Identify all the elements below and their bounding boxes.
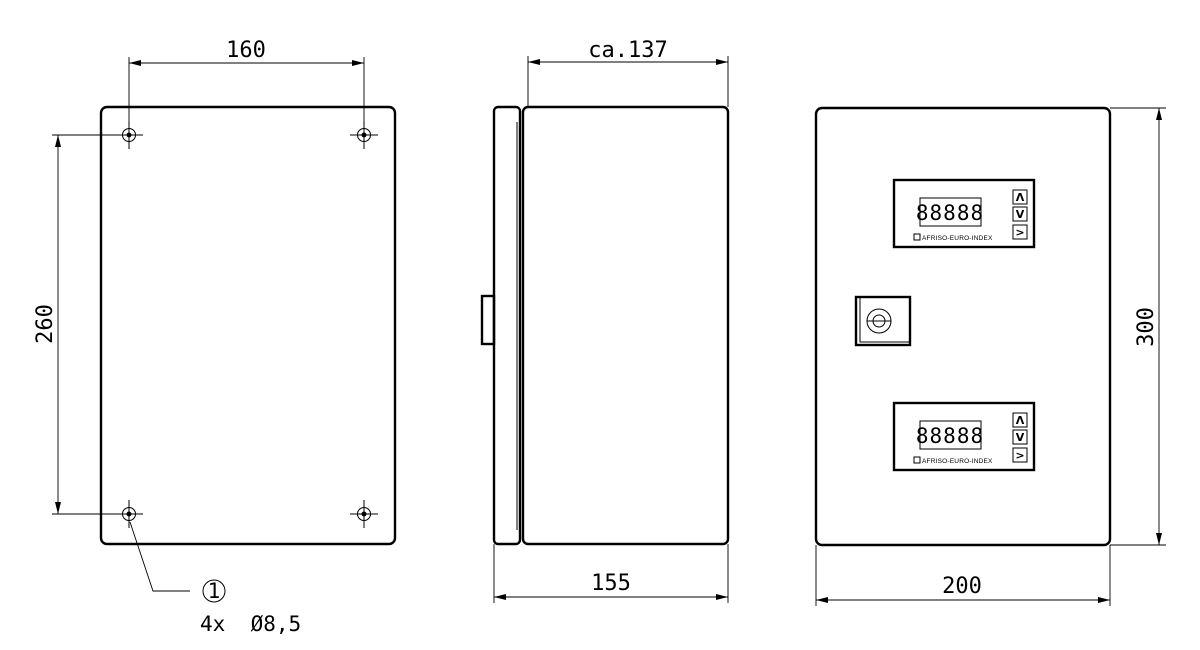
dimension-label: 260 xyxy=(33,304,58,344)
callout-text: 4x Ø8,5 xyxy=(200,612,301,636)
callout-circle xyxy=(202,579,226,603)
side-body xyxy=(521,105,730,546)
dimension-label: 300 xyxy=(1134,307,1159,347)
dimension-label: ca.137 xyxy=(588,38,667,63)
side-view: ca.137 155 xyxy=(480,38,730,603)
side-door-lip xyxy=(492,105,522,546)
dimension-front-height: 300 xyxy=(1110,107,1166,546)
display-readout: 88888 xyxy=(916,201,984,225)
mounting-hole xyxy=(350,500,378,528)
dimension-side-total: 155 xyxy=(493,544,729,603)
next-button[interactable]: > xyxy=(1012,447,1028,463)
dimension-side-depth: ca.137 xyxy=(527,38,729,107)
display-readout: 88888 xyxy=(916,424,984,448)
mounting-hole xyxy=(115,500,143,528)
dimension-hole-width: 160 xyxy=(128,38,365,121)
display-unit-top: 88888 AFRISO-EURO-INDEX Λ V > xyxy=(892,178,1036,249)
up-button[interactable]: Λ xyxy=(1012,412,1028,428)
callout-number: 1 xyxy=(208,579,221,603)
display-unit-bottom: 88888 AFRISO-EURO-INDEX Λ V > xyxy=(892,401,1036,472)
dimension-label: 200 xyxy=(942,574,982,599)
side-lock-knob xyxy=(480,294,496,346)
svg-text:V: V xyxy=(1016,208,1025,221)
svg-text:>: > xyxy=(1015,226,1024,239)
svg-text:Λ: Λ xyxy=(1016,191,1025,204)
dimension-hole-height: 260 xyxy=(33,134,115,515)
svg-text:>: > xyxy=(1015,449,1024,462)
mounting-hole xyxy=(350,121,378,149)
brand-logo-icon xyxy=(913,233,921,241)
brand-label: AFRISO-EURO-INDEX xyxy=(922,235,993,242)
callout: 1 4x Ø8,5 xyxy=(129,521,301,636)
brand-logo-icon xyxy=(913,456,921,464)
front-panel-outline xyxy=(814,106,1112,547)
rear-view: 160 260 1 4x Ø8,5 xyxy=(33,38,397,636)
svg-text:Λ: Λ xyxy=(1016,414,1025,427)
svg-text:V: V xyxy=(1016,431,1025,444)
dimension-label: 160 xyxy=(226,38,266,63)
rear-panel-outline xyxy=(99,105,397,546)
down-button[interactable]: V xyxy=(1012,429,1028,445)
key-switch[interactable] xyxy=(854,295,912,347)
brand-label: AFRISO-EURO-INDEX xyxy=(922,458,993,465)
up-button[interactable]: Λ xyxy=(1012,189,1028,205)
front-view: 88888 AFRISO-EURO-INDEX Λ V > xyxy=(814,106,1166,606)
dimension-front-width: 200 xyxy=(815,545,1111,606)
dimension-label: 155 xyxy=(591,571,631,596)
next-button[interactable]: > xyxy=(1012,224,1028,240)
mounting-hole xyxy=(115,121,143,149)
down-button[interactable]: V xyxy=(1012,206,1028,222)
